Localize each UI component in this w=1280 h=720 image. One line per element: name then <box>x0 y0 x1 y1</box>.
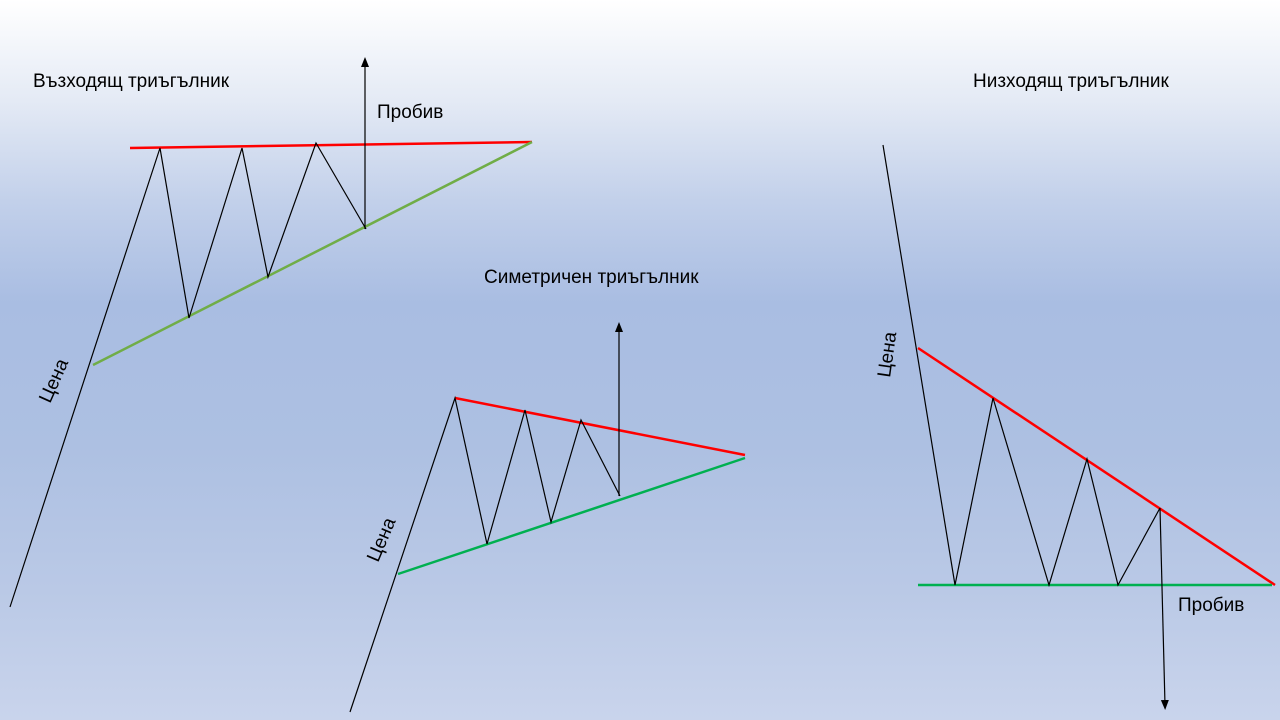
resistance-line <box>454 396 746 457</box>
breakout-label: Пробив <box>377 102 443 123</box>
descending-title: Низходящ триъгълник <box>973 71 1170 92</box>
symmetric-title: Симетричен триъгълник <box>484 267 699 288</box>
support-line <box>92 140 533 367</box>
price-label: Цена <box>874 330 901 379</box>
support-line <box>397 456 746 576</box>
price-line <box>9 141 367 608</box>
ascending-triangle: Възходящ триъгълник Пробив Цена <box>9 57 533 608</box>
descending-triangle: Низходящ триъгълник Пробив Цена <box>874 71 1276 710</box>
price-label: Цена <box>363 514 400 565</box>
ascending-title: Възходящ триъгълник <box>33 71 230 92</box>
price-line <box>882 144 1161 588</box>
price-label: Цена <box>35 355 73 406</box>
breakout-arrow <box>1159 507 1169 710</box>
breakout-label: Пробив <box>1178 595 1244 616</box>
price-line <box>349 395 621 713</box>
resistance-line <box>917 346 1276 587</box>
symmetric-triangle: Симетричен триъгълник Цена <box>349 267 746 713</box>
resistance-line <box>129 140 533 150</box>
